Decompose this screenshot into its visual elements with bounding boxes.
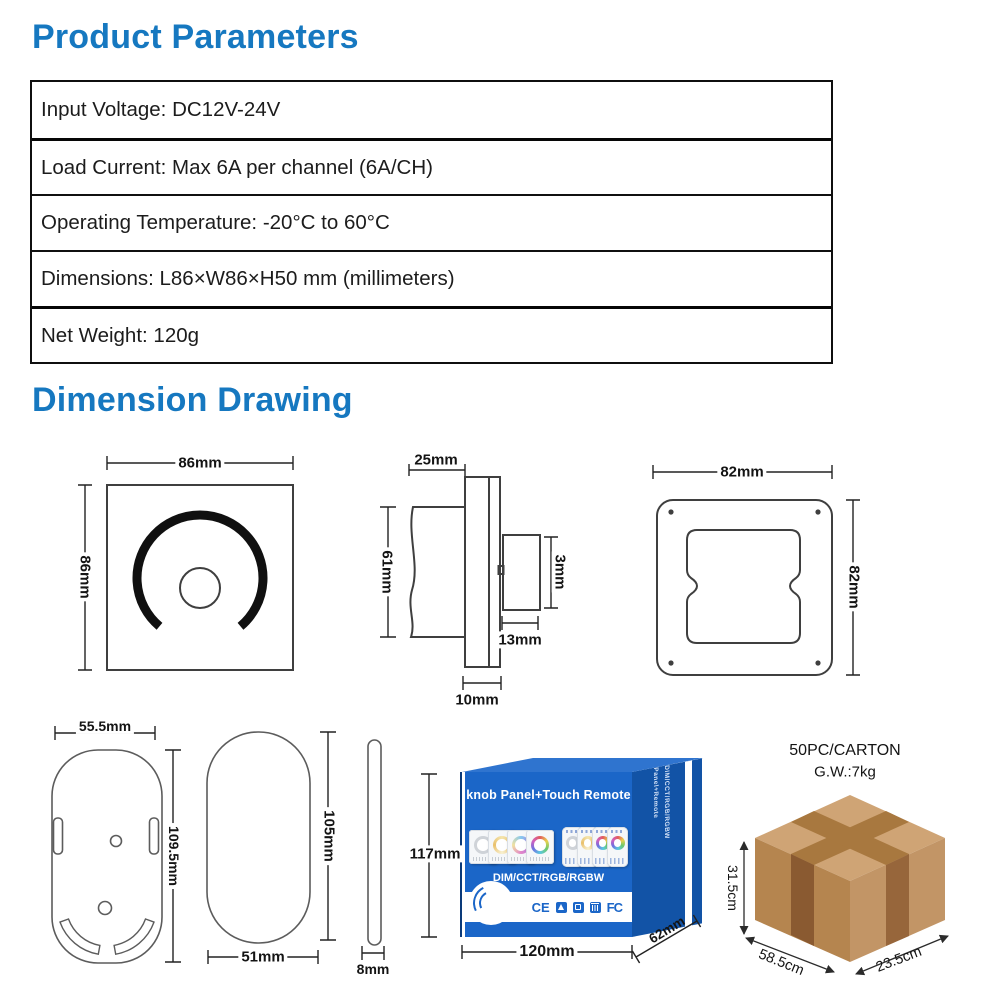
knob-ring-icon: [512, 836, 530, 854]
front-width-dim-label: 86mm: [175, 454, 225, 472]
carton-depth-dim-label: 23.5cm: [873, 943, 924, 976]
param-row-load-current: Load Current: Max 6A per channel (6A/CH): [32, 138, 831, 194]
certification-icons: CE FC: [531, 892, 623, 922]
package-box-side-text-1: Panel+Remote: [652, 766, 659, 820]
touch-ring-icon: [580, 836, 595, 850]
package-box-title: knob Panel+Touch Remote: [466, 788, 631, 802]
knob-depth-dim-label: 3mm: [551, 551, 569, 593]
touch-ring-icon: [595, 836, 610, 850]
box-height-dim-label: 117mm: [406, 845, 464, 863]
fcc-mark: FC: [606, 899, 623, 915]
side-height-dim-label: 61mm: [378, 547, 396, 597]
knob-ring-icon: [474, 836, 492, 854]
product-parameters-table: Input Voltage: DC12V-24V Load Current: M…: [30, 80, 833, 364]
param-row-operating-temperature: Operating Temperature: -20°C to 60°C: [32, 194, 831, 250]
package-box-cert-band: CE FC: [465, 881, 632, 925]
knob-panel-thumb: [526, 830, 554, 864]
remote-depth-dim-label: 8mm: [353, 960, 393, 978]
package-box-side-text-2: DIM/CCT/RGB/RGBW: [663, 764, 670, 840]
side-top-dim-label: 25mm: [411, 451, 461, 469]
box-width-dim-label: 120mm: [516, 942, 578, 962]
back-width-dim-label: 82mm: [717, 463, 767, 481]
knob-logo-icon: [469, 881, 513, 925]
carton-qty-label: 50PC/CARTON: [786, 741, 904, 761]
base-depth-dim-label: 10mm: [452, 691, 502, 709]
package-box-side-face: Panel+Remote DIM/CCT/RGB/RGBW: [632, 758, 702, 937]
bracket-width-dim-label: 55.5mm: [75, 717, 135, 735]
param-row-dimensions: Dimensions: L86×W86×H50 mm (millimeters): [32, 250, 831, 306]
package-box-side-stripe: [685, 760, 692, 927]
recycle-icon: [555, 901, 567, 913]
section-title-dimension-drawing: Dimension Drawing: [32, 381, 353, 419]
remote-height-dim-label: 105mm: [320, 807, 338, 865]
package-box-subtitle: DIM/CCT/RGB/RGBW: [492, 872, 605, 884]
touch-ring-icon: [610, 836, 625, 850]
param-row-net-weight: Net Weight: 120g: [32, 306, 831, 362]
package-box-front-face: knob Panel+Touch Remote DIM/CCT/RGB/RGBW…: [460, 772, 632, 937]
package-box-product-images: [469, 824, 628, 870]
knob-ring-icon: [531, 836, 549, 854]
knob-ring-icon: [493, 836, 511, 854]
back-height-dim-label: 82mm: [845, 562, 863, 612]
carton-weight-label: G.W.:7kg: [811, 763, 879, 781]
carton-height-dim-label: 31.5cm: [724, 862, 742, 914]
front-height-dim-label: 86mm: [76, 552, 94, 602]
remote-width-dim-label: 51mm: [238, 948, 288, 966]
param-row-input-voltage: Input Voltage: DC12V-24V: [41, 98, 281, 121]
rohs-icon: [572, 901, 584, 913]
section-title-product-parameters: Product Parameters: [32, 18, 359, 56]
knob-panel-thumbnails: [469, 830, 554, 864]
touch-remote-thumb: [607, 827, 628, 867]
weee-bin-icon: [589, 901, 601, 913]
knob-width-dim-label: 13mm: [495, 631, 545, 649]
touch-ring-icon: [565, 836, 580, 850]
touch-remote-thumbnails: [562, 827, 628, 867]
carton-width-dim-label: 58.5cm: [756, 946, 807, 980]
bracket-height-dim-label: 109.5mm: [165, 823, 183, 889]
ce-mark: CE: [531, 899, 550, 915]
